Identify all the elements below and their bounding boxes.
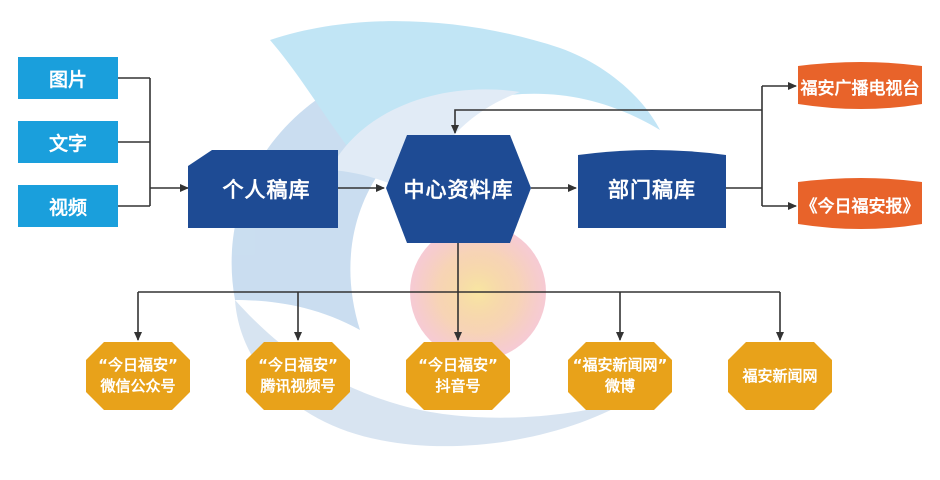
outlet-newspaper [798,178,922,229]
department-library-node [578,150,726,228]
source-box-text [18,121,118,163]
channel-tencent-video [246,342,350,410]
source-connectors [118,77,189,207]
outlet-tv-station [798,62,922,109]
personal-library-node [188,150,338,228]
channel-weibo [568,342,672,410]
channel-wechat [86,342,190,410]
source-box-video [18,185,118,227]
outlet-connectors [451,82,797,210]
source-box-image [18,57,118,99]
channel-news-site [728,342,832,410]
channel-connectors [134,243,784,341]
central-library-node [386,135,531,243]
channel-douyin [406,342,510,410]
